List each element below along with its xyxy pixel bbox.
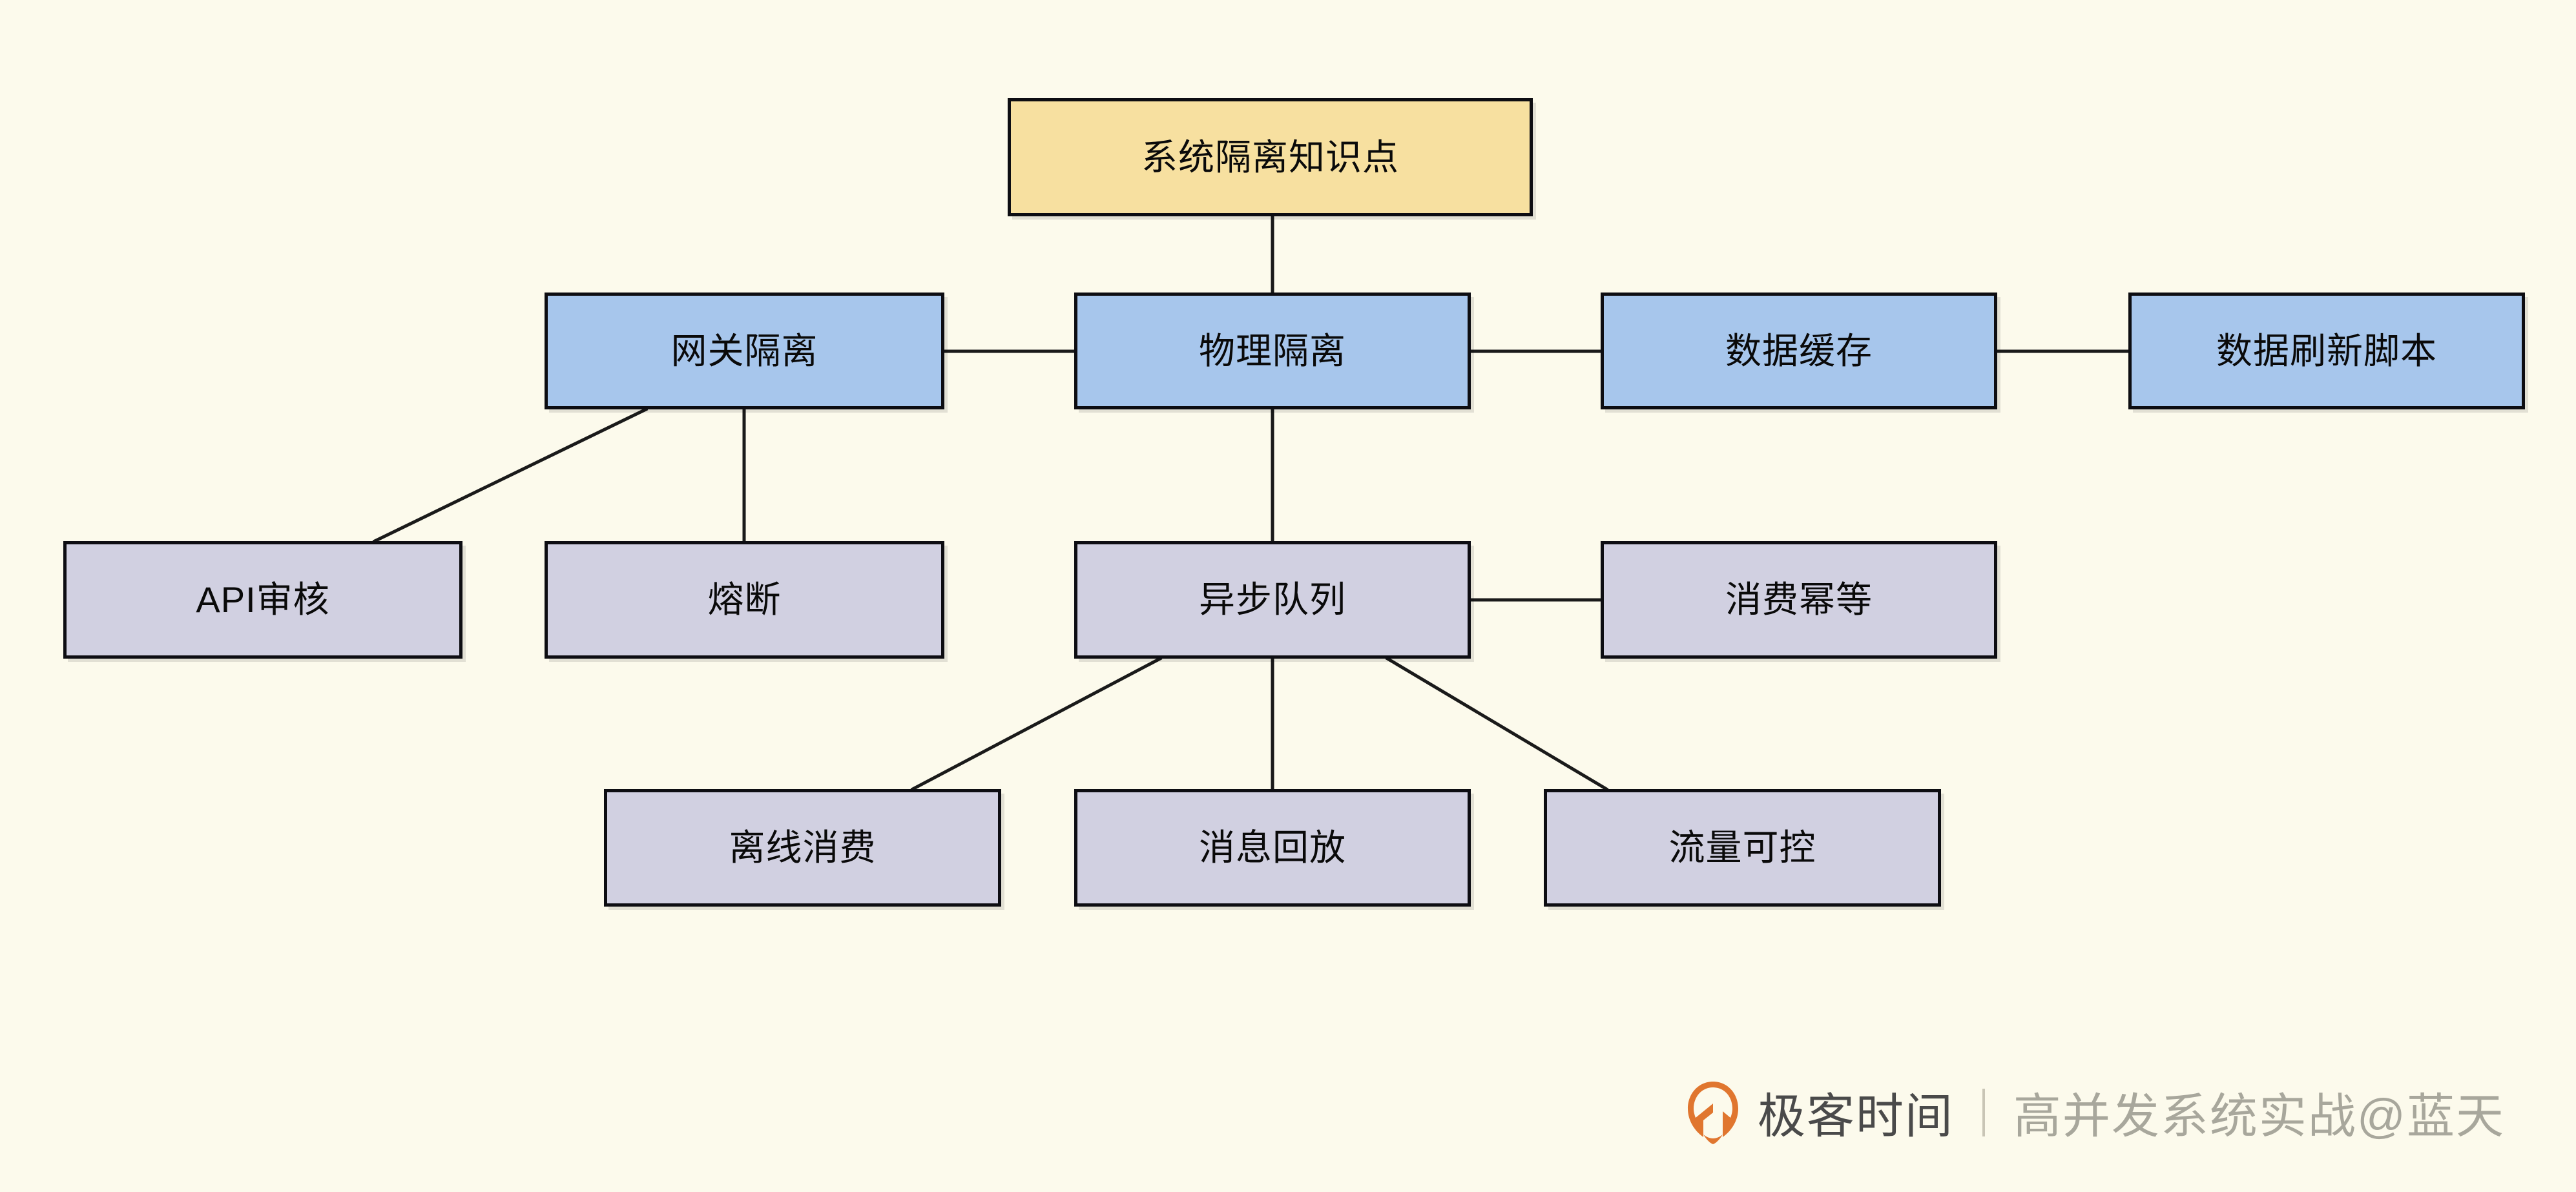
brand-divider	[1982, 1088, 1985, 1136]
node-gateway[interactable]: 网关隔离	[545, 293, 944, 409]
node-datacache[interactable]: 数据缓存	[1601, 293, 1997, 409]
node-label: 数据刷新脚本	[2216, 330, 2437, 371]
node-label: 系统隔离知识点	[1141, 136, 1399, 178]
node-asyncqueue[interactable]: 异步队列	[1074, 541, 1471, 659]
node-breaker[interactable]: 熔断	[545, 541, 944, 659]
node-label: 物理隔离	[1199, 330, 1346, 371]
node-physical[interactable]: 物理隔离	[1074, 293, 1471, 409]
node-label: 离线消费	[729, 827, 877, 868]
node-label: 网关隔离	[670, 330, 818, 371]
node-root[interactable]: 系统隔离知识点	[1008, 98, 1533, 216]
node-label: 消费幂等	[1725, 579, 1873, 620]
node-refresh[interactable]: 数据刷新脚本	[2128, 293, 2525, 409]
edge-asyncqueue-to-offline	[910, 656, 1163, 792]
node-replay[interactable]: 消息回放	[1074, 789, 1471, 907]
course-name: 高并发系统实战@蓝天	[2013, 1089, 2505, 1143]
edge-asyncqueue-to-traffic	[1385, 656, 1609, 792]
node-apiaudit[interactable]: API审核	[63, 541, 462, 659]
node-label: 数据缓存	[1725, 330, 1873, 371]
node-offline[interactable]: 离线消费	[604, 789, 1001, 907]
edge-gateway-to-apiaudit	[372, 407, 649, 544]
node-label: API审核	[196, 579, 330, 620]
geektime-logo-icon	[1685, 1080, 1741, 1145]
node-label: 消息回放	[1199, 827, 1346, 868]
node-idempotent[interactable]: 消费幂等	[1601, 541, 1997, 659]
footer-watermark: 极客时间 高并发系统实战@蓝天	[1685, 1078, 2505, 1147]
node-label: 流量可控	[1668, 827, 1816, 868]
brand-name: 极客时间	[1757, 1089, 1954, 1143]
node-label: 异步队列	[1199, 579, 1346, 620]
node-label: 熔断	[707, 579, 782, 620]
node-traffic[interactable]: 流量可控	[1544, 789, 1941, 907]
